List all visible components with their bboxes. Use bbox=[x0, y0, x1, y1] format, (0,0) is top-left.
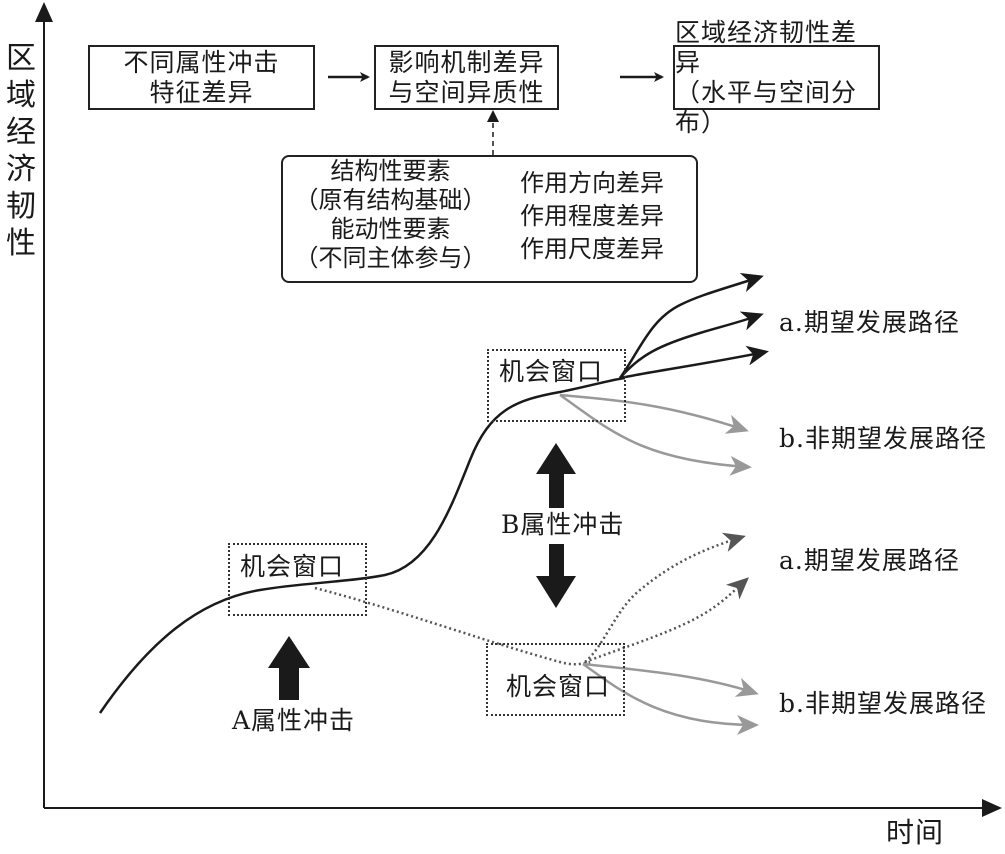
flow-box-line: 影响机制差异 bbox=[388, 47, 545, 77]
x-axis-arrowhead bbox=[982, 799, 1002, 817]
y-axis-arrowhead bbox=[35, 2, 53, 22]
opportunity-window-upper: 机会窗口 bbox=[487, 349, 626, 422]
lower-expected-path-1 bbox=[584, 532, 746, 663]
y-axis bbox=[35, 2, 53, 808]
flow-box-line: （水平与空间分布） bbox=[675, 77, 858, 137]
x-axis-label: 时间 bbox=[886, 816, 945, 849]
x-axis bbox=[44, 799, 1002, 817]
b-shock-arrow-up bbox=[536, 443, 576, 508]
y-axis-label-char: 域 bbox=[6, 78, 36, 113]
upper-unexpected-path-label: b.非期望发展路径 bbox=[779, 424, 987, 453]
factor-list-left: 结构性要素 （原有结构基础） 能动性要素 （不同主体参与） bbox=[283, 157, 498, 273]
y-axis-label-char: 韧 bbox=[6, 189, 36, 224]
effect-item: 作用程度差异 bbox=[520, 202, 664, 230]
y-axis-label: 区 域 经 济 韧 性 bbox=[5, 40, 37, 262]
y-axis-label-char: 经 bbox=[6, 115, 36, 150]
lower-expected-path-2 bbox=[584, 577, 749, 664]
a-shock-arrow bbox=[268, 636, 310, 700]
main-resilience-curve bbox=[98, 376, 626, 714]
opportunity-window-lower: 机会窗口 bbox=[486, 643, 625, 716]
opportunity-window-label: 机会窗口 bbox=[240, 552, 345, 581]
b-shock-label: B属性冲击 bbox=[501, 510, 625, 539]
opportunity-window-a: 机会窗口 bbox=[228, 543, 367, 616]
flow-box-shock-characteristics: 不同属性冲击 特征差异 bbox=[88, 45, 315, 110]
lower-unexpected-path-2 bbox=[582, 662, 759, 735]
b-shock-arrow-down bbox=[536, 544, 576, 608]
lower-dotted-decline-path bbox=[314, 586, 591, 666]
effect-item: 作用方向差异 bbox=[520, 169, 664, 197]
lower-unexpected-path-label: b.非期望发展路径 bbox=[779, 689, 987, 718]
a-shock-label: A属性冲击 bbox=[232, 706, 356, 735]
factor-box: 结构性要素 （原有结构基础） 能动性要素 （不同主体参与） 作用方向差异 作用程… bbox=[281, 155, 698, 283]
flow-box-line: 区域经济韧性差异 bbox=[675, 17, 858, 77]
flow-box-mechanism: 影响机制差异 与空间异质性 bbox=[374, 45, 559, 110]
opportunity-window-label: 机会窗口 bbox=[499, 357, 604, 386]
factor-list-right: 作用方向差异 作用程度差异 作用尺度差异 bbox=[520, 167, 664, 266]
factor-item: （不同主体参与） bbox=[294, 244, 487, 272]
upper-expected-path-2 bbox=[619, 311, 764, 379]
upper-unexpected-path-1 bbox=[559, 393, 749, 434]
lower-expected-path-label: a.期望发展路径 bbox=[779, 546, 960, 575]
flow-box-line: 不同属性冲击 bbox=[123, 47, 280, 77]
y-axis-label-char: 济 bbox=[6, 152, 36, 187]
dashed-link-arrowhead bbox=[487, 110, 499, 122]
upper-expected-path-1 bbox=[618, 273, 764, 379]
factor-item: 能动性要素 bbox=[330, 215, 451, 243]
upper-expected-path-3 bbox=[619, 345, 769, 380]
lower-unexpected-path-1 bbox=[582, 662, 759, 697]
flow-box-line: 特征差异 bbox=[149, 77, 254, 107]
factor-item: 结构性要素 bbox=[330, 157, 451, 185]
opportunity-window-label: 机会窗口 bbox=[506, 672, 611, 701]
upper-expected-path-label: a.期望发展路径 bbox=[779, 308, 960, 337]
y-axis-label-char: 性 bbox=[6, 226, 36, 261]
upper-unexpected-path-2 bbox=[559, 393, 752, 476]
y-axis-label-char: 区 bbox=[6, 41, 36, 76]
flow-box-line: 与空间异质性 bbox=[388, 77, 545, 107]
factor-item: （原有结构基础） bbox=[294, 186, 487, 214]
effect-item: 作用尺度差异 bbox=[520, 235, 664, 263]
flow-box-resilience-difference: 区域经济韧性差异 （水平与空间分布） bbox=[673, 18, 880, 137]
